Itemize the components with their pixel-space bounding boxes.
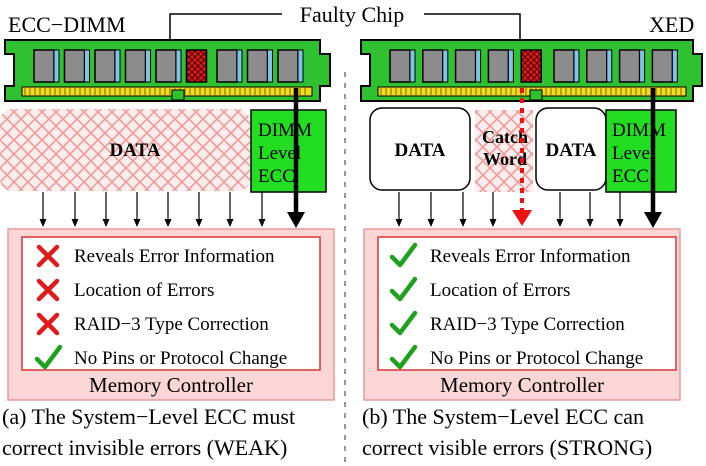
check-icon — [389, 310, 418, 336]
left-data-block — [0, 109, 250, 191]
left-ecc-thick-arrowhead — [287, 212, 305, 228]
cross-icon — [36, 312, 60, 336]
left-data-arrow — [39, 192, 47, 227]
left-data-arrow — [258, 192, 266, 227]
feature-row: Reveals Error Information — [389, 242, 631, 268]
feature-text: RAID−3 Type Correction — [74, 314, 269, 335]
left-data-arrow — [133, 192, 141, 227]
right-feature-box — [377, 236, 677, 371]
feature-text: RAID−3 Type Correction — [430, 314, 625, 335]
right-data-arrows — [395, 192, 624, 227]
left-data-arrow — [102, 192, 110, 227]
right-memory-chip — [618, 49, 646, 83]
faulty-chip-red-arrowhead — [512, 210, 532, 226]
catch-word-line1: Catch — [482, 127, 528, 147]
right-ecc-thick-arrowhead — [644, 212, 662, 228]
feature-text: Reveals Error Information — [430, 246, 631, 267]
left-dimm-module — [4, 39, 331, 102]
left-memory-chip — [246, 49, 273, 83]
left-ecc-line3: ECC — [258, 166, 295, 187]
right-faulty-chip — [520, 49, 542, 83]
left-memory-chip — [277, 49, 304, 83]
feature-row: RAID−3 Type Correction — [36, 312, 269, 336]
right-memory-chip — [651, 49, 678, 83]
left-data-arrow — [226, 192, 234, 227]
feature-text: No Pins or Protocol Change — [430, 348, 643, 369]
right-ecc-line3: ECC — [612, 166, 649, 187]
right-data-arrow — [395, 192, 403, 227]
feature-row: Reveals Error Information — [36, 244, 275, 268]
check-icon — [389, 276, 418, 302]
left-ecc-block — [250, 109, 327, 193]
left-data-label: DATA — [109, 140, 160, 161]
left-faulty-chip — [185, 49, 208, 83]
feature-row: No Pins or Protocol Change — [34, 344, 287, 370]
right-memory-chip — [389, 49, 416, 83]
feature-row: Location of Errors — [36, 278, 214, 302]
right-data-label-1: DATA — [394, 140, 445, 161]
right-memory-chip — [487, 49, 514, 83]
left-controller-label: Memory Controller — [89, 373, 253, 397]
right-dimm-module — [360, 39, 703, 102]
right-data-arrow — [489, 192, 497, 227]
right-title: XED — [649, 12, 694, 37]
feature-text: Reveals Error Information — [74, 246, 275, 267]
right-ecc-block — [605, 109, 677, 193]
left-memory-chip — [124, 49, 151, 83]
left-title: ECC−DIMM — [8, 12, 126, 37]
right-data-arrow — [616, 192, 624, 227]
right-data-block-1 — [369, 107, 471, 191]
right-ecc-line1: DIMM — [612, 120, 666, 141]
check-icon — [389, 344, 418, 370]
right-caption-line1: (b) The System−Level ECC can — [362, 404, 644, 429]
left-memory-chip — [216, 49, 243, 83]
left-feature-box — [21, 236, 321, 371]
left-caption-line1: (a) The System−Level ECC must — [2, 404, 295, 429]
right-memory-chip — [586, 49, 613, 83]
left-memory-chip — [94, 49, 121, 83]
right-memory-chip — [553, 49, 580, 83]
right-controller-label: Memory Controller — [440, 373, 604, 397]
right-memory-chip — [454, 49, 482, 83]
catch-word-line2: Word — [483, 149, 527, 169]
feature-row: No Pins or Protocol Change — [389, 344, 643, 370]
feature-text: Location of Errors — [74, 280, 214, 301]
left-data-arrow — [164, 192, 172, 227]
right-data-arrow — [586, 192, 594, 227]
right-data-arrow — [459, 192, 467, 227]
left-data-arrow — [195, 192, 203, 227]
right-data-label-2: DATA — [545, 140, 596, 161]
feature-row: Location of Errors — [389, 276, 570, 302]
right-ecc-line2: Level — [612, 143, 655, 164]
right-caption-line2: correct visible errors (STRONG) — [362, 435, 652, 460]
left-memory-chip — [155, 49, 182, 83]
right-data-arrow — [427, 192, 435, 227]
faulty-chip-label: Faulty Chip — [300, 2, 405, 27]
left-data-arrow — [71, 192, 79, 227]
feature-row: RAID−3 Type Correction — [389, 310, 625, 336]
left-data-arrows — [39, 192, 266, 227]
check-icon — [34, 344, 63, 370]
cross-icon — [36, 244, 60, 268]
check-icon — [389, 242, 418, 268]
right-memory-chip — [422, 49, 449, 83]
left-memory-chip — [63, 49, 90, 83]
feature-text: No Pins or Protocol Change — [74, 348, 287, 369]
feature-text: Location of Errors — [430, 280, 570, 301]
left-caption-line2: correct invisible errors (WEAK) — [2, 435, 287, 460]
left-memory-chip — [33, 49, 60, 83]
right-data-arrow — [556, 192, 564, 227]
left-ecc-line2: Level — [258, 143, 301, 164]
cross-icon — [36, 278, 60, 302]
left-ecc-line1: DIMM — [258, 120, 312, 141]
